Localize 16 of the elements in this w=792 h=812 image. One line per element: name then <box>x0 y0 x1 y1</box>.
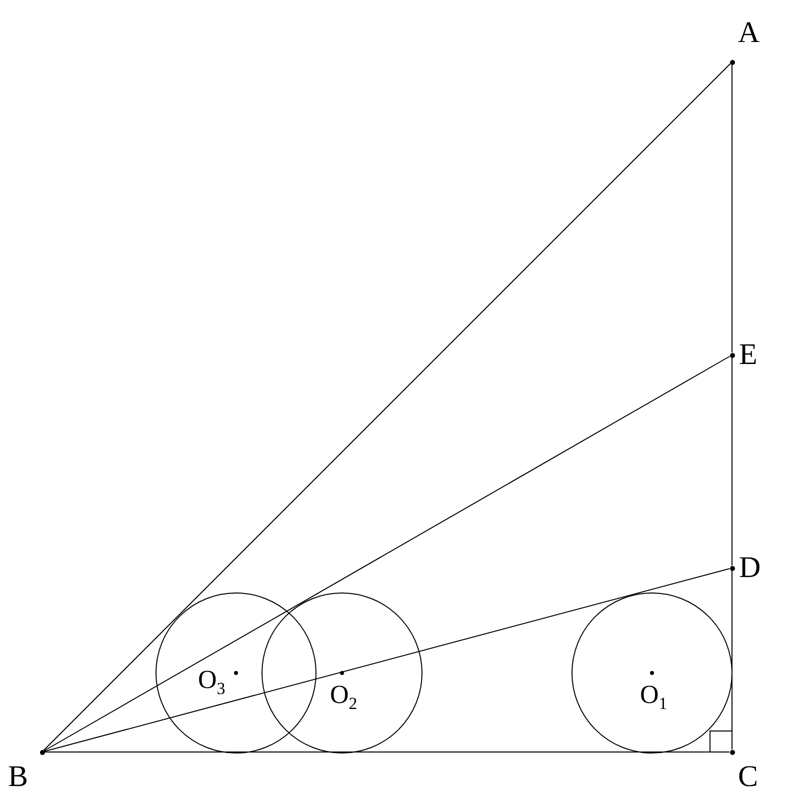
line-segment <box>44 568 730 752</box>
point <box>730 60 734 64</box>
point-label: E <box>739 340 758 370</box>
line-segment <box>43 63 731 751</box>
point <box>730 750 734 754</box>
point-label: D <box>739 553 761 583</box>
line-segment <box>44 356 730 752</box>
center-label: O$_{2}$ <box>330 682 358 712</box>
point-label: A <box>738 18 760 48</box>
point <box>40 750 44 754</box>
center-label: O$_{1}$ <box>640 682 668 712</box>
center-label: O$_{3}$ <box>198 667 226 698</box>
point-label: C <box>738 762 758 792</box>
point <box>730 566 734 570</box>
point <box>730 352 734 358</box>
point-label: B <box>8 762 28 792</box>
